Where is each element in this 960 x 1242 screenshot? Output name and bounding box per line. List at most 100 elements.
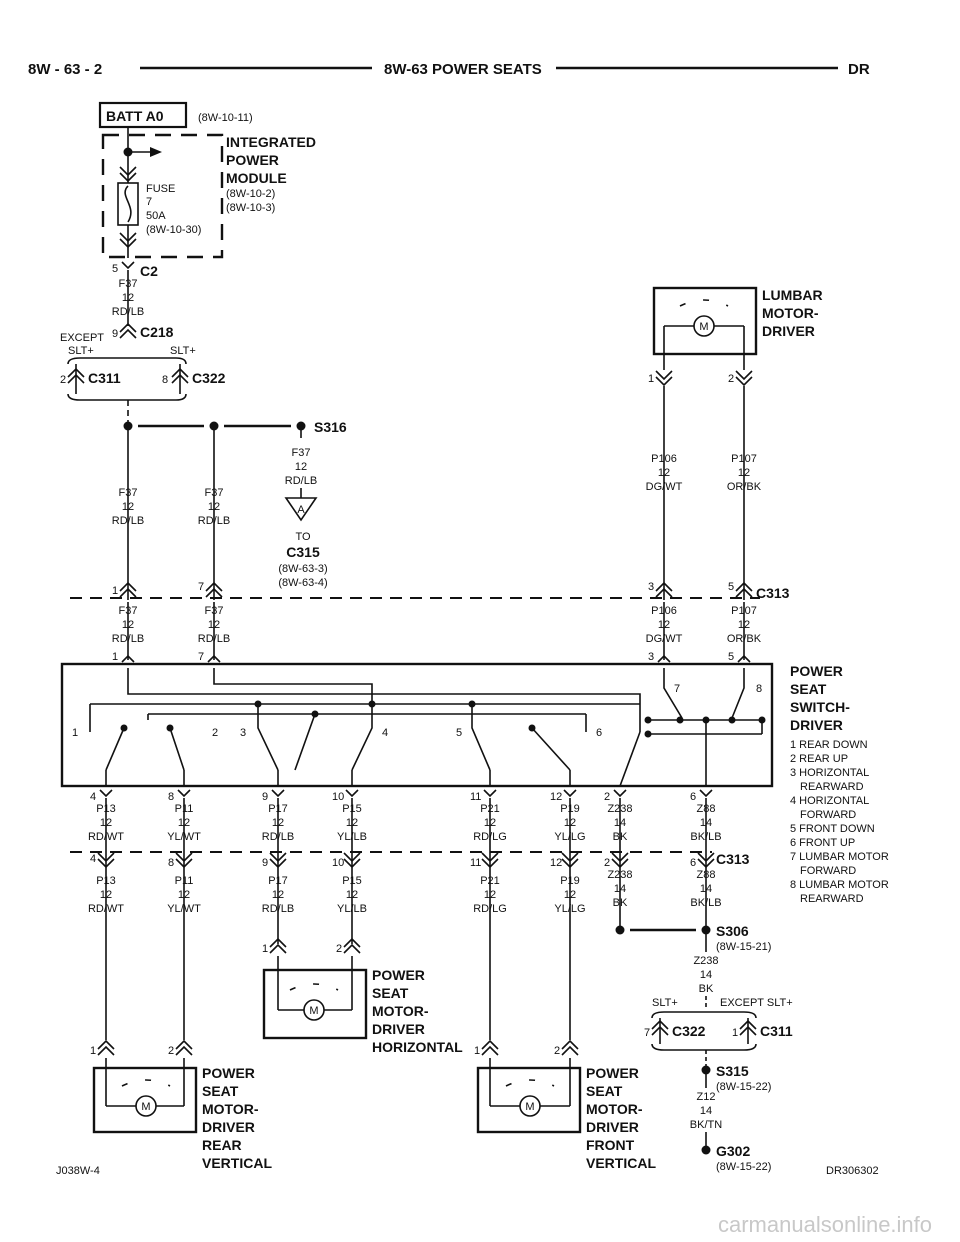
wire-label: 12: [738, 467, 750, 479]
wire-label: 12: [178, 889, 190, 901]
pin-label: 2: [728, 373, 734, 385]
wire-label: YL/WT: [167, 903, 201, 915]
upper-wire-labels: P13 12 RD/WT P11 12 YL/WT P17 12 RD/LB P…: [88, 803, 722, 843]
switch-title-4: DRIVER: [790, 717, 843, 733]
wire-label: 14: [700, 1105, 712, 1117]
legend-item: REARWARD: [800, 781, 864, 793]
wire-label: P106: [651, 453, 677, 465]
wire-label: 12: [122, 619, 134, 631]
wire-label: YL/LB: [337, 903, 367, 915]
pin-label: 2: [604, 791, 610, 803]
c218-pin: 9: [112, 328, 118, 340]
wire-label: 14: [700, 969, 712, 981]
wire-label: BK: [699, 983, 714, 995]
switch-pos-5: 5: [456, 727, 462, 739]
pin-label: 12: [550, 791, 562, 803]
wire-label: RD/LG: [473, 903, 507, 915]
gnd-c322-pin: 7: [644, 1027, 650, 1039]
pin-label: 3: [648, 581, 654, 593]
wire-label: RD/WT: [88, 903, 124, 915]
wire-gauge-label: 12: [122, 292, 134, 304]
wire-label: BK/LB: [690, 831, 721, 843]
switch-title-3: SWITCH-: [790, 699, 850, 715]
pin-label: 7: [198, 581, 204, 593]
pin-label: 6: [690, 791, 696, 803]
gnd-c311-pin: 1: [732, 1027, 738, 1039]
wire-label: OR/BK: [727, 633, 762, 645]
pin-label: 4: [90, 853, 96, 865]
wire-label: F37: [205, 487, 224, 499]
wire-label: YL/LG: [554, 903, 585, 915]
legend-item: 7 LUMBAR MOTOR: [790, 851, 889, 863]
wire-label: 12: [484, 889, 496, 901]
lumbar-l2: MOTOR-: [762, 305, 819, 321]
fuse-ref: (8W-10-30): [146, 224, 201, 236]
wire-label: 12: [272, 889, 284, 901]
motor-fv-l6: VERTICAL: [586, 1155, 656, 1171]
switch-pos-3: 3: [240, 727, 246, 739]
header-right: DR: [848, 61, 870, 78]
wire-label: P107: [731, 605, 757, 617]
c311-pin: 2: [60, 374, 66, 386]
pin-label: 5: [728, 651, 734, 663]
motor-h-l4: DRIVER: [372, 1021, 425, 1037]
wire-color-label: RD/LB: [112, 306, 144, 318]
wire-label: RD/LB: [198, 515, 230, 527]
motor-h-l5: HORIZONTAL: [372, 1039, 463, 1055]
wire-label: BK: [613, 831, 628, 843]
pin-label: 9: [262, 857, 268, 869]
motor-rv-l4: DRIVER: [202, 1119, 255, 1135]
ipm-line3: MODULE: [226, 170, 287, 186]
wire-label: RD/LB: [112, 515, 144, 527]
to-ref2: (8W-63-4): [278, 577, 327, 589]
motor-symbol: M: [525, 1101, 534, 1113]
wire-label: Z88: [697, 803, 716, 815]
wire-label: P11: [175, 803, 194, 815]
wire-f37-label: F37: [119, 278, 138, 290]
wire-label: Z88: [697, 869, 716, 881]
motor-fv-l2: SEAT: [586, 1083, 623, 1099]
legend-item: 8 LUMBAR MOTOR: [790, 879, 889, 891]
pin-label: 2: [168, 1045, 174, 1057]
pin-label: 1: [474, 1045, 480, 1057]
s316-label: S316: [314, 419, 347, 435]
switch-bottom-pins: 4 8 9 10 11 12 2 6: [90, 789, 713, 803]
motor-fv-l4: DRIVER: [586, 1119, 639, 1135]
wire-label: RD/LB: [262, 903, 294, 915]
wire-label: YL/LB: [337, 831, 367, 843]
motor-rv-l6: VERTICAL: [202, 1155, 272, 1171]
switch-pos-7: 7: [674, 683, 680, 695]
legend-item: 3 HORIZONTAL: [790, 767, 869, 779]
wire-label: 12: [564, 889, 576, 901]
motor-rv-l3: MOTOR-: [202, 1101, 259, 1117]
s315-name: S315: [716, 1063, 749, 1079]
pin-label: 6: [690, 857, 696, 869]
pin-label: 8: [168, 857, 174, 869]
motor-symbol: M: [141, 1101, 150, 1113]
wire-label: F37: [205, 605, 224, 617]
wire-label: P21: [480, 803, 500, 815]
motor-rv-l2: SEAT: [202, 1083, 239, 1099]
wire-label: 12: [208, 501, 220, 513]
wire-label: RD/LB: [112, 633, 144, 645]
wire-label: F37: [119, 487, 138, 499]
pin-label: 1: [90, 1045, 96, 1057]
wire-label: 14: [700, 817, 712, 829]
motor-fv-l5: FRONT: [586, 1137, 635, 1153]
s316-wire-gauge: 12: [295, 461, 307, 473]
switch-pos-6: 6: [596, 727, 602, 739]
legend-item: FORWARD: [800, 865, 856, 877]
pin-label: 4: [90, 791, 96, 803]
footer-right: DR306302: [826, 1165, 879, 1177]
lumbar-l3: DRIVER: [762, 323, 815, 339]
pin-label: 2: [336, 943, 342, 955]
legend-item: 4 HORIZONTAL: [790, 795, 869, 807]
page-header: 8W - 63 - 2 8W-63 POWER SEATS DR: [28, 61, 870, 78]
pin-label: 5: [728, 581, 734, 593]
wire-label: DG/WT: [646, 633, 683, 645]
wire-label: 12: [100, 889, 112, 901]
switch-title-2: SEAT: [790, 681, 827, 697]
wire-label: P17: [268, 803, 288, 815]
pin-label: 11: [470, 857, 481, 869]
wire-label: 14: [614, 883, 626, 895]
